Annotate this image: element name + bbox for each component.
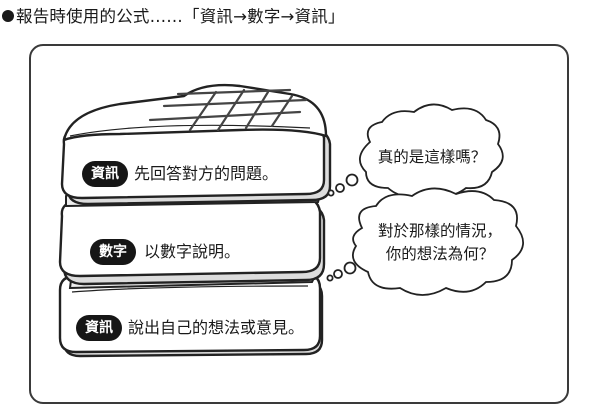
- bullet-icon: [2, 10, 14, 22]
- thought-bubble-2: [326, 187, 524, 296]
- bubble-2-line-2: 你的想法為何？: [385, 245, 495, 263]
- bottom-bread-slice: [58, 270, 324, 358]
- thought-bubble-1: [327, 103, 504, 198]
- layer-2-text: 以數字說明。: [144, 242, 241, 261]
- figure-heading-text: 報告時使用的公式……「資訊→數字→資訊」: [16, 7, 345, 26]
- layer-3-tag: 資訊: [76, 315, 122, 341]
- figure-heading: 報告時使用的公式……「資訊→數字→資訊」: [2, 6, 345, 28]
- bubble-1-line-1: 真的是這樣嗎？: [377, 148, 487, 166]
- layer-3-text: 說出自己的想法或意見。: [128, 318, 305, 337]
- layer-1-text: 先回答對方的問題。: [134, 164, 279, 183]
- layer-1-tag: 資訊: [82, 161, 128, 187]
- bubble-1-text: 真的是這樣嗎？: [372, 146, 492, 169]
- bubble-2-text: 對於那樣的情況， 你的想法為何？: [370, 220, 510, 266]
- layer-2-tag: 數字: [90, 239, 136, 265]
- bubble-2-line-1: 對於那樣的情況，: [377, 222, 502, 240]
- grill-marks: [148, 88, 308, 132]
- top-bread-slice: [60, 83, 332, 206]
